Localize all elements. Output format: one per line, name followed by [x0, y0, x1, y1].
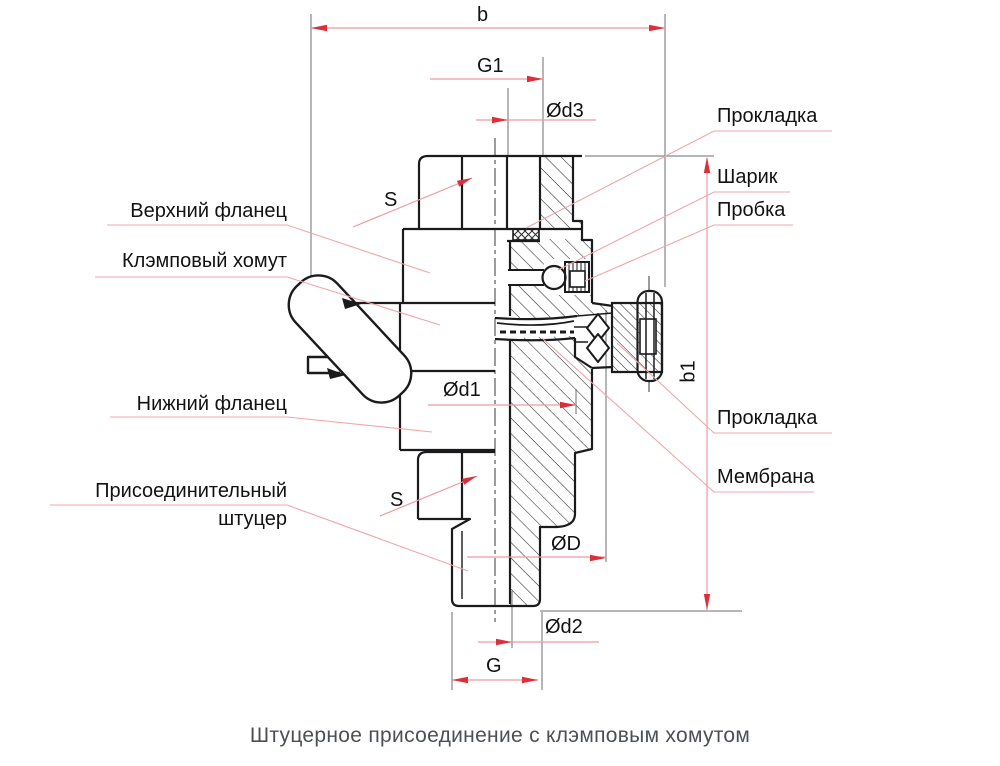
dim-label-b: b: [477, 4, 489, 26]
dim-label-d2: Ød2: [545, 616, 583, 638]
dimension-arrowheads: [311, 24, 711, 684]
label-membrane: Мембрана: [717, 466, 815, 488]
label-gasket-side: Прокладка: [717, 407, 818, 429]
label-ball: Шарик: [717, 166, 778, 188]
top-gasket: [512, 228, 540, 241]
dim-label-s-bottom: S: [390, 489, 404, 511]
dim-label-g1: G1: [477, 55, 504, 77]
dim-label-s-top: S: [384, 189, 398, 211]
label-connection-fitting-line1: Присоединительный: [95, 480, 287, 502]
leader-lines: [50, 130, 832, 572]
label-plug: Пробка: [717, 199, 786, 221]
clamp-wing-handle: [287, 274, 413, 404]
ball-and-plug: [508, 261, 590, 293]
dim-label-D: ØD: [551, 533, 581, 555]
dim-label-b1: b1: [677, 360, 700, 383]
dim-label-d3: Ød3: [546, 100, 584, 122]
dim-label-g: G: [486, 655, 502, 677]
ball-icon: [541, 264, 567, 291]
label-connection-fitting: Присоединительный штуцер: [95, 477, 287, 533]
label-gasket-top: Прокладка: [717, 105, 818, 127]
label-connection-fitting-line2: штуцер: [218, 508, 287, 530]
figure-caption: Штуцерное присоединение с клэмповым хому…: [249, 724, 751, 747]
side-port-cap: [610, 289, 664, 383]
label-lower-flange: Нижний фланец: [136, 393, 287, 415]
label-upper-flange: Верхний фланец: [130, 200, 287, 222]
dimension-lines: [311, 27, 708, 681]
label-clamp-collar: Клэмповый хомут: [122, 250, 287, 272]
dim-label-d1: Ød1: [443, 379, 481, 401]
